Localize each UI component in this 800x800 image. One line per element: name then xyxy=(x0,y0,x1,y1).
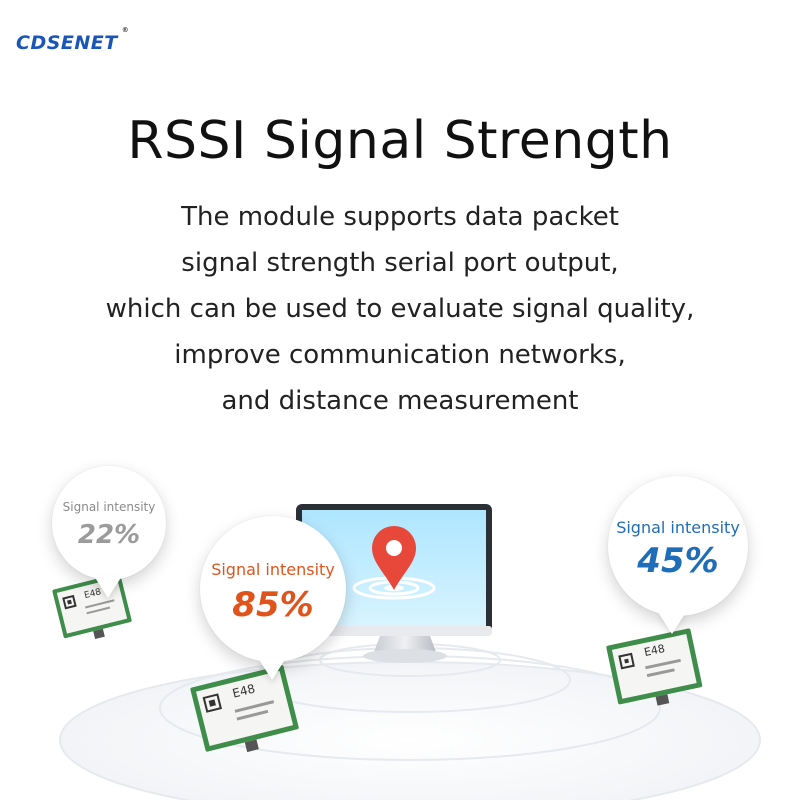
module-model: E48 xyxy=(643,642,666,659)
signal-value: 22% xyxy=(77,520,141,550)
signal-bubble-22: Signal intensity 22% xyxy=(52,466,166,580)
description: The module supports data packet signal s… xyxy=(0,194,800,424)
registered-mark: ® xyxy=(121,25,130,34)
description-line: improve communication networks, xyxy=(174,340,626,370)
brand-name: CDSENET xyxy=(16,32,118,54)
page-title: RSSI Signal Strength xyxy=(127,111,673,171)
module-model: E48 xyxy=(231,682,257,701)
description-line: which can be used to evaluate signal qua… xyxy=(105,294,695,324)
description-line: and distance measurement xyxy=(221,386,579,416)
signal-label: Signal intensity xyxy=(62,500,156,514)
signal-value: 85% xyxy=(232,585,314,625)
illustration: E48 E48 E48 xyxy=(0,440,800,800)
signal-value: 45% xyxy=(637,541,719,581)
rf-module-right: E48 xyxy=(606,628,703,706)
signal-label: Signal intensity xyxy=(616,518,740,537)
signal-bubble-85: Signal intensity 85% xyxy=(200,516,346,662)
description-line: signal strength serial port output, xyxy=(181,248,619,278)
location-pin-icon xyxy=(352,526,436,600)
signal-bubble-45: Signal intensity 45% xyxy=(608,476,748,616)
brand-logo: CDSENET® xyxy=(16,26,129,54)
description-line: The module supports data packet xyxy=(181,202,619,232)
scene-graphic: E48 E48 E48 xyxy=(52,504,761,800)
signal-label: Signal intensity xyxy=(211,560,335,579)
rf-module-center: E48 xyxy=(190,665,299,753)
